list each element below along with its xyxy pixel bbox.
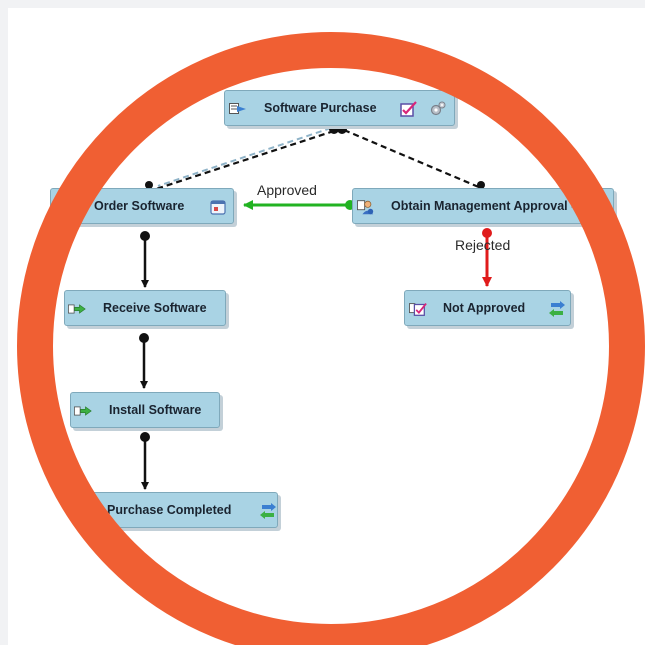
- checklist-icon: [409, 301, 427, 317]
- node-install-software[interactable]: Install Software: [70, 392, 220, 428]
- node-label: Software Purchase: [264, 101, 377, 115]
- form-icon: [209, 199, 227, 215]
- end-icon: [548, 301, 566, 317]
- edge-label-rejected: Rejected: [455, 237, 511, 253]
- node-receive-software[interactable]: Receive Software: [64, 290, 226, 326]
- edge-purchase-to-approval: [337, 124, 485, 190]
- arrow-right-icon: [68, 301, 86, 317]
- gear-icon: [428, 101, 446, 117]
- node-label: Install Software: [109, 403, 202, 417]
- node-not-approved[interactable]: Not Approved: [404, 290, 571, 326]
- node-label: Purchase Completed: [107, 503, 232, 517]
- process-icon: [229, 101, 247, 117]
- user-approval-icon: [357, 199, 375, 215]
- edge-install-to-completed: [140, 432, 150, 490]
- arrow-right-icon: [51, 199, 69, 215]
- node-software-purchase[interactable]: Software Purchase: [224, 90, 455, 126]
- edge-rejected: [482, 228, 492, 287]
- checklist-icon: [400, 101, 418, 117]
- node-obtain-approval[interactable]: Obtain Management Approval -: [352, 188, 614, 224]
- edge-purchase-to-order: [145, 124, 339, 193]
- edge-approved: [243, 200, 355, 210]
- arrow-right-icon: [74, 403, 92, 419]
- edge-order-to-receive: [140, 231, 150, 288]
- workflow-canvas: Approved Rejected Software Purchase: [8, 8, 645, 645]
- node-label: Not Approved: [443, 301, 526, 315]
- end-icon: [259, 503, 277, 519]
- node-label: Obtain Management Approval -: [391, 199, 576, 213]
- node-order-software[interactable]: Order Software: [50, 188, 234, 224]
- node-purchase-completed[interactable]: Purchase Completed: [78, 492, 278, 528]
- node-label: Receive Software: [103, 301, 207, 315]
- node-label: Order Software: [94, 199, 185, 213]
- edge-label-approved: Approved: [257, 182, 317, 198]
- edge-receive-to-install: [139, 333, 149, 389]
